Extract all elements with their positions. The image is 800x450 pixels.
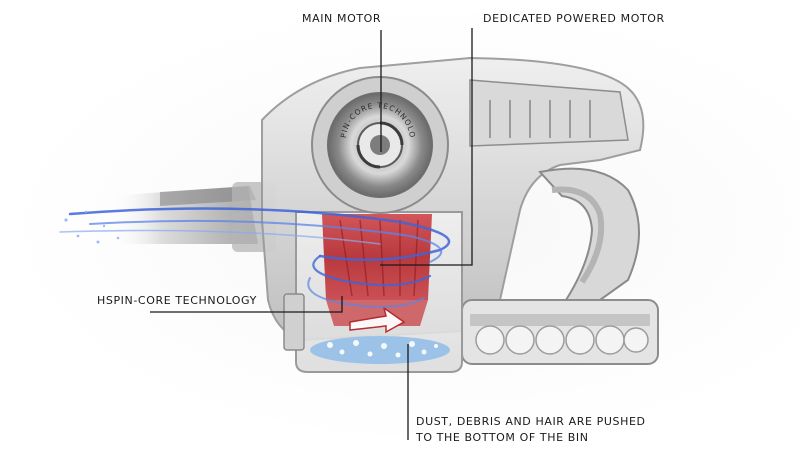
callout-dust-line2: TO THE BOTTOM OF THE BIN [416,431,589,444]
leader-lines [150,28,473,440]
suction-nozzle [110,182,276,252]
airflow-swirl [59,207,451,308]
callout-dedicated-powered-motor: DEDICATED POWERED MOTOR [483,12,665,25]
callout-hspin-core-technology: HSPIN-CORE TECHNOLOGY [97,294,257,307]
leader-dedicated-motor [380,28,473,266]
callout-main-motor: MAIN MOTOR [302,12,382,25]
callout-dust-line1: DUST, DEBRIS AND HAIR ARE PUSHED [416,415,646,428]
leader-hspin-core [150,296,343,313]
callout-dust-debris: DUST, DEBRIS AND HAIR ARE PUSHED TO THE … [416,414,646,446]
